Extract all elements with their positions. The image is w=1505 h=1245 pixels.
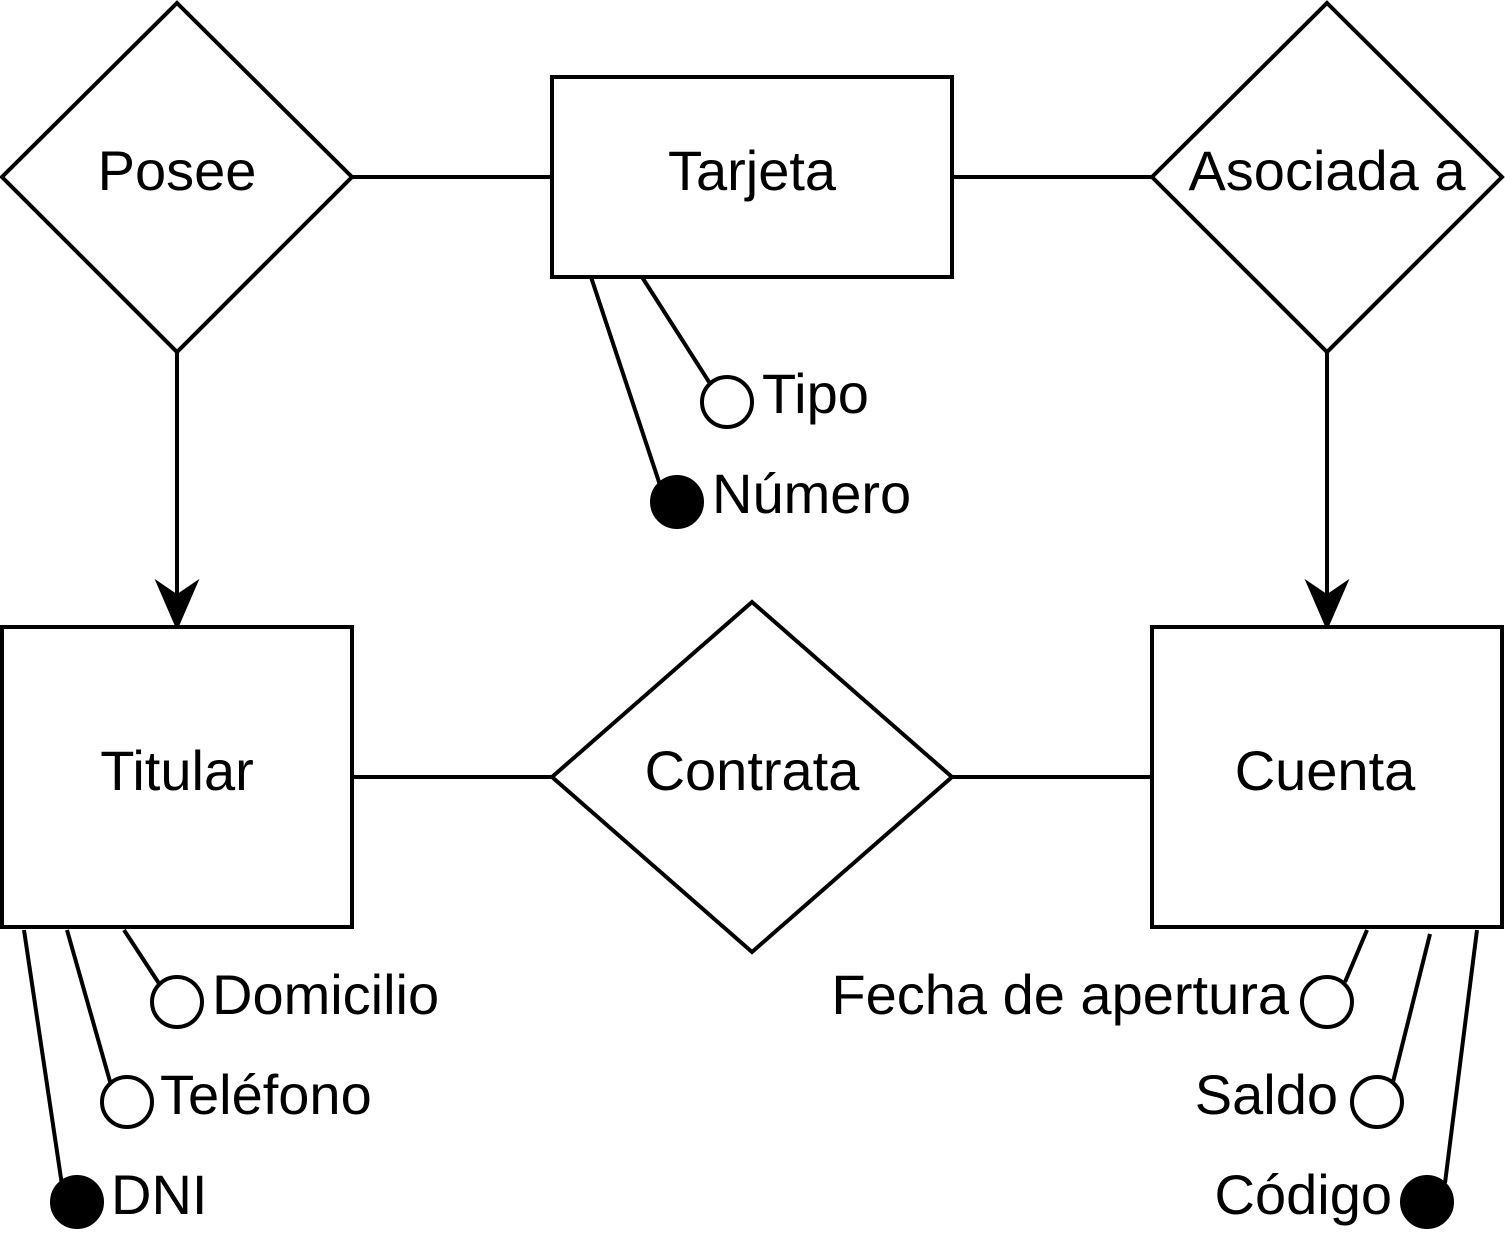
attribute-marker [1350, 1075, 1404, 1129]
attr-line-fecha [1343, 929, 1369, 983]
attr-line-dni [22, 929, 64, 1186]
relationship-contrata: Contrata [548, 599, 956, 955]
attribute-label: Fecha de apertura [831, 963, 1289, 1026]
entity-box [1150, 625, 1504, 929]
entity-cuenta: Cuenta [1150, 625, 1504, 929]
attribute-label: Teléfono [160, 1063, 372, 1126]
relationship-label: Contrata [645, 739, 861, 802]
relationship-label: Asociada a [1188, 139, 1466, 202]
attr-line-numero [589, 276, 663, 489]
key-attribute-marker [1400, 1175, 1454, 1229]
attr-line-domicilio [122, 928, 162, 987]
key-attribute-marker [50, 1175, 104, 1229]
attribute-numero: Número [650, 462, 911, 529]
relationship-diamond [1149, 0, 1505, 355]
attribute-telefono: Teléfono [100, 1063, 372, 1129]
attr-line-codigo [1443, 929, 1479, 1184]
attribute-marker [700, 375, 754, 429]
entity-label: Titular [100, 739, 254, 802]
entity-box [0, 625, 354, 929]
entity-label: Cuenta [1235, 739, 1416, 802]
entity-titular: Titular [0, 625, 354, 929]
attr-line-saldo [1391, 933, 1432, 1083]
entity-box [550, 75, 954, 279]
attribute-label: Número [712, 462, 911, 525]
attr-line-telefono [65, 929, 113, 1086]
attribute-marker [150, 975, 204, 1029]
attribute-saldo: Saldo [1195, 1063, 1404, 1129]
key-attribute-marker [650, 475, 704, 529]
arrow-posee-titular [154, 352, 200, 631]
relationship-asociada-a: Asociada a [1149, 0, 1505, 355]
attribute-label: Tipo [762, 362, 869, 425]
attribute-tipo: Tipo [700, 362, 869, 429]
attribute-dni: DNI [50, 1163, 207, 1229]
attribute-label: Código [1215, 1163, 1392, 1226]
relationship-diamond [548, 599, 956, 955]
attribute-marker [100, 1075, 154, 1129]
attribute-fecha-de-apertura: Fecha de apertura [831, 963, 1354, 1029]
attribute-marker [1300, 975, 1354, 1029]
relationship-posee: Posee [0, 0, 355, 355]
attribute-codigo: Código [1215, 1163, 1454, 1229]
attribute-label: Saldo [1195, 1063, 1338, 1126]
attr-line-tipo [640, 275, 713, 387]
attribute-domicilio: Domicilio [150, 963, 439, 1029]
relationship-label: Posee [98, 139, 257, 202]
relationship-diamond [0, 0, 355, 355]
entity-label: Tarjeta [668, 139, 837, 202]
arrow-asociada-cuenta [1304, 352, 1350, 631]
entity-tarjeta: Tarjeta [550, 75, 954, 279]
attribute-label: DNI [111, 1163, 207, 1226]
attribute-label: Domicilio [212, 963, 439, 1026]
